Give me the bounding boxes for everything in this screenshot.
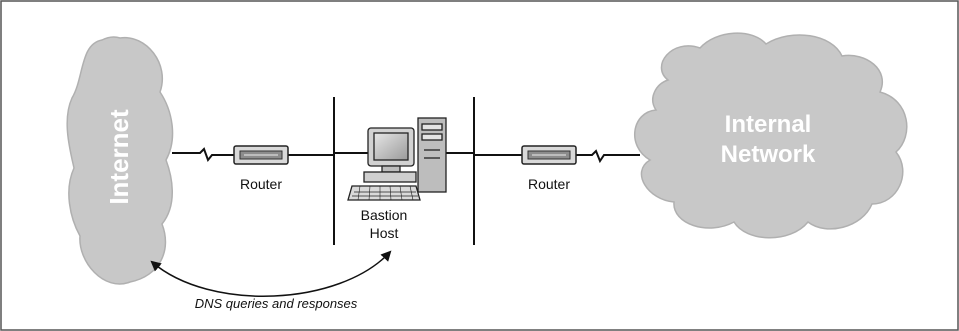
internal-network-label-line2: Network [721, 141, 816, 168]
bastion-host-computer-icon [347, 117, 447, 201]
bastion-label-line1: Bastion [361, 207, 408, 223]
dns-arrow [150, 250, 392, 297]
bastion-label-line2: Host [370, 225, 399, 241]
router-left-icon [233, 145, 289, 165]
router-right-label: Router [528, 176, 570, 192]
dns-annotation: DNS queries and responses [195, 296, 358, 311]
link-router-right-to-internal [576, 149, 640, 164]
router-right-icon [521, 145, 577, 165]
internet-label: Internet [104, 109, 134, 205]
link-internet-to-router-left [172, 147, 234, 163]
internet-cloud: Internet [66, 36, 174, 285]
router-left-label: Router [240, 176, 282, 192]
internal-network-label-line1: Internal [725, 111, 812, 138]
internal-network-cloud: Internal Network [634, 32, 908, 239]
